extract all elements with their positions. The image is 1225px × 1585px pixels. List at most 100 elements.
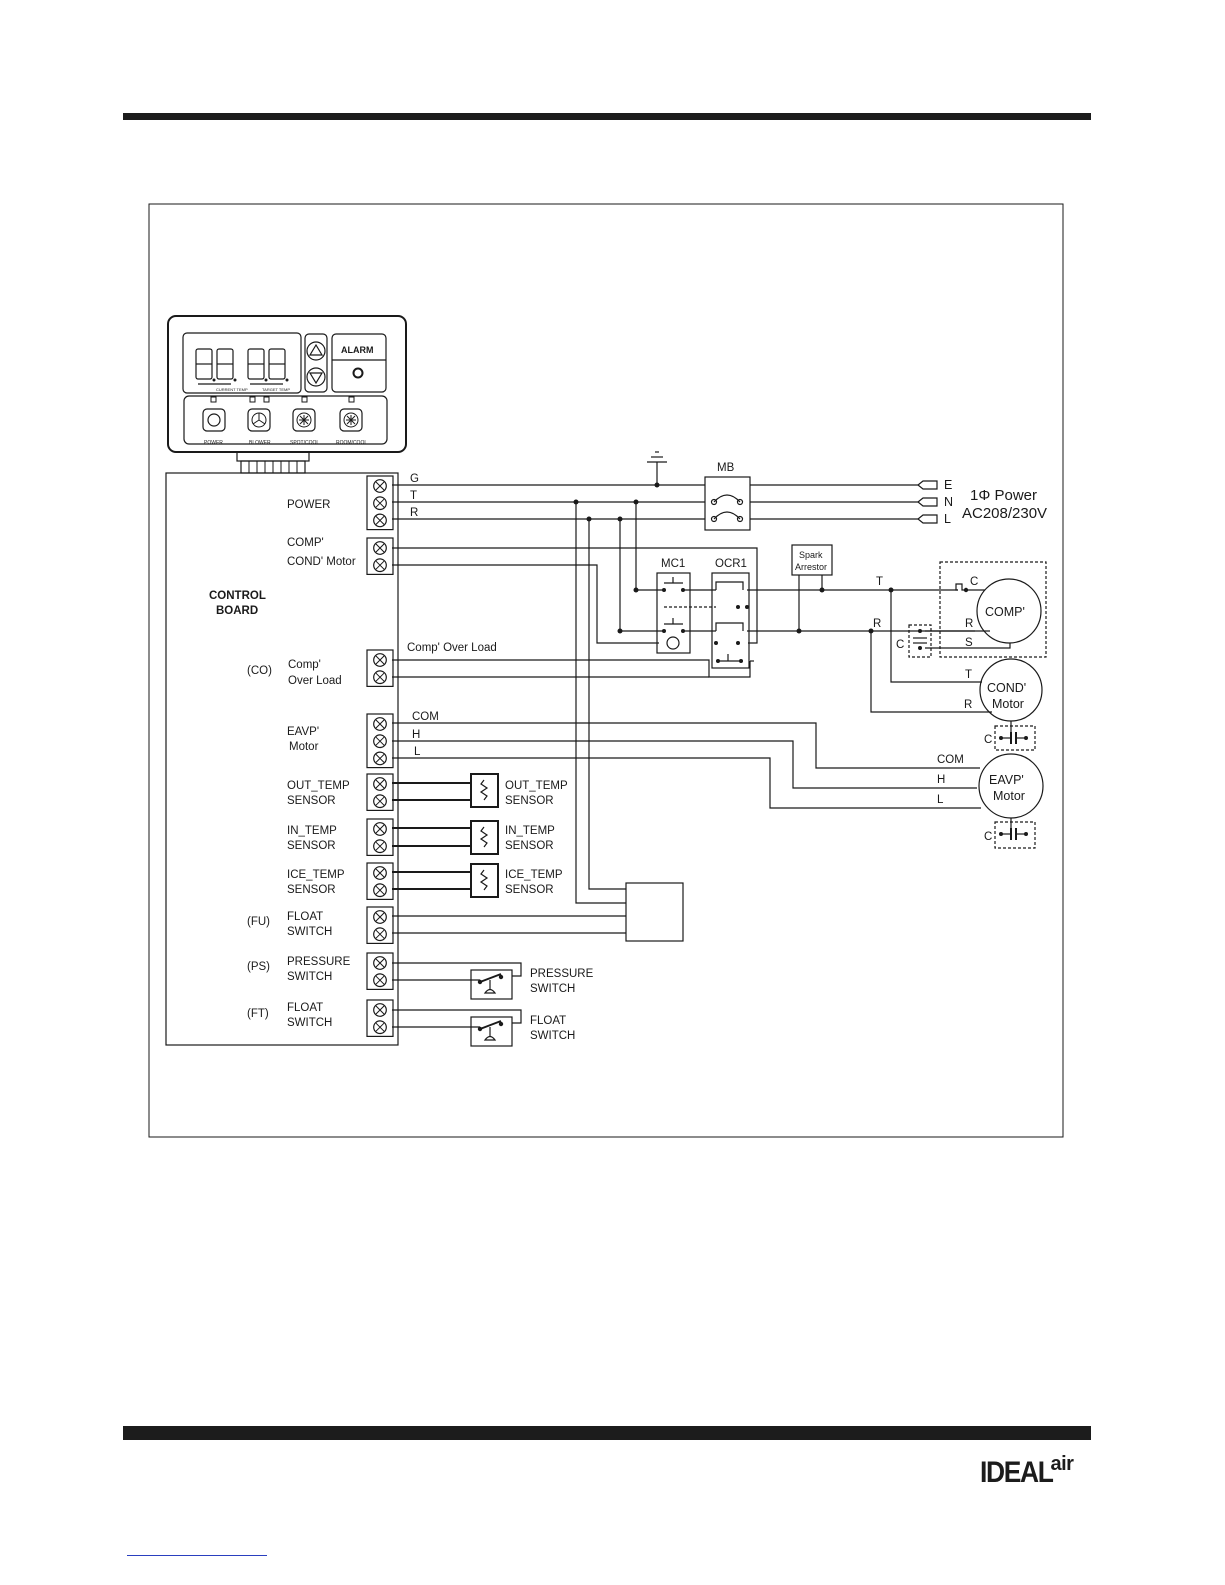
down-arrow-button[interactable] [306,367,326,387]
pressure-switch-icon [392,962,522,1000]
ice-temp-label-1: ICE_TEMP [505,869,563,881]
board-label-out-temp-2: SENSOR [287,795,336,807]
board-code-co: (CO) [247,665,272,677]
panel-connector [236,451,310,462]
terminal-screw-cross [375,672,385,682]
spot-cool-button[interactable] [292,408,316,432]
eavp-label-1: EAVP' [989,773,1024,787]
out-temp-label-1: OUT_TEMP [505,780,568,792]
alarm-led-icon [352,367,364,379]
cond-label-1: COND' [987,681,1026,695]
control-board-title-1: CONTROL [209,590,266,602]
board-label-ice-temp-2: SENSOR [287,884,336,896]
comp-c-label: C [970,576,978,588]
terminal-screw-icon [373,777,387,791]
terminal-screw-icon [373,927,387,942]
terminal-screw-cross [375,719,385,729]
board-label-comp-ol-1: Comp' [288,659,321,671]
comp-capacitor-icon [908,624,932,658]
idealair-logo: IDEAL air [980,1453,1074,1490]
spark-label-1: Spark [799,550,823,560]
terminal-screw-cross [375,736,385,746]
terminal-block [366,818,394,857]
terminal-screw-icon [373,496,387,511]
board-label-eavp-2: Motor [289,741,319,753]
terminal-screw-cross [375,516,385,525]
control-board [165,472,399,1046]
terminal-screw-icon [373,479,387,493]
terminal-screw-icon [373,866,387,880]
up-arrow-button[interactable] [306,341,326,361]
board-label-power: POWER [287,499,330,511]
terminal-screw-cross [375,1022,385,1032]
terminal-screw-icon [373,1020,387,1035]
cond-t-label: T [965,669,972,681]
terminal-screw-cross [375,841,385,851]
diagram-frame [148,203,1064,1138]
terminal-screw-cross [375,498,385,508]
terminal-screw-icon [373,910,387,924]
comp-feed-wire [392,547,758,644]
eavp-wire-l: L [414,746,421,758]
eavp-l-label: L [937,794,944,806]
ice-temp-label-2: SENSOR [505,884,554,896]
logo-word: IDEAL [980,1456,1054,1489]
comp-s-label: S [965,637,973,649]
ground-icon [647,451,667,488]
terminal-screw-icon [373,956,387,970]
seven-segment-display [195,348,286,385]
terminal-screw-icon [373,794,387,809]
terminal-block [366,906,394,945]
board-label-comp: COMP' [287,537,324,549]
eavp-wire-com: COM [412,711,439,723]
sensor-wires [392,782,471,890]
terminal-screw-icon [373,751,387,766]
terminal-screw-cross [375,481,385,491]
alarm-label: ALARM [341,345,374,355]
terminal-block [366,475,394,531]
blower-button-label: BLOWER [249,440,271,446]
terminal-screw-cross [375,655,385,665]
overload-wire-1 [392,659,751,678]
terminal-screw-cross [375,912,385,922]
eavp-motor [978,753,1044,849]
terminal-block [366,649,394,688]
out-temp-label-2: SENSOR [505,795,554,807]
eavp-h-label: H [937,774,945,786]
board-label-float-1: FLOAT [287,911,323,923]
in-temp-label-1: IN_TEMP [505,825,555,837]
ocr1-overload-relay [711,572,750,669]
terminal-screw-icon [373,717,387,731]
compressor [868,578,1042,649]
wire-label-t: T [410,490,417,502]
terminal-screw-cross [375,975,385,985]
terminal-block [366,862,394,901]
board-label-in-temp-1: IN_TEMP [287,825,337,837]
room-cool-button[interactable] [339,408,363,432]
cond-label-2: Motor [992,697,1024,711]
power-button[interactable] [202,408,226,432]
terminal-screw-cross [375,958,385,968]
terminal-screw-cross [375,754,385,763]
terminal-l: L [944,512,951,526]
blower-button[interactable] [247,408,271,432]
terminal-screw-icon [373,541,387,555]
wire-label-r: R [410,507,418,519]
current-temp-caption: CURRENT TEMP [216,387,248,392]
eavp-com-label: COM [937,754,964,766]
cond-feed-wire [392,564,659,644]
terminal-screw-icon [373,822,387,836]
float-switch-fu-box [392,882,684,942]
terminal-block [366,999,394,1038]
in-temp-label-2: SENSOR [505,840,554,852]
target-temp-caption: TARGET TEMP [262,387,290,392]
board-code-ft: (FT) [247,1008,269,1020]
board-label-out-temp-1: OUT_TEMP [287,780,350,792]
footer-link-underline[interactable] [127,1555,267,1556]
terminal-screw-icon [373,513,387,528]
eavp-cap-label: C [984,831,992,843]
terminal-screw-icon [373,670,387,685]
float-switch-label-2: SWITCH [530,1030,575,1042]
power-button-label: POWER [204,440,223,446]
